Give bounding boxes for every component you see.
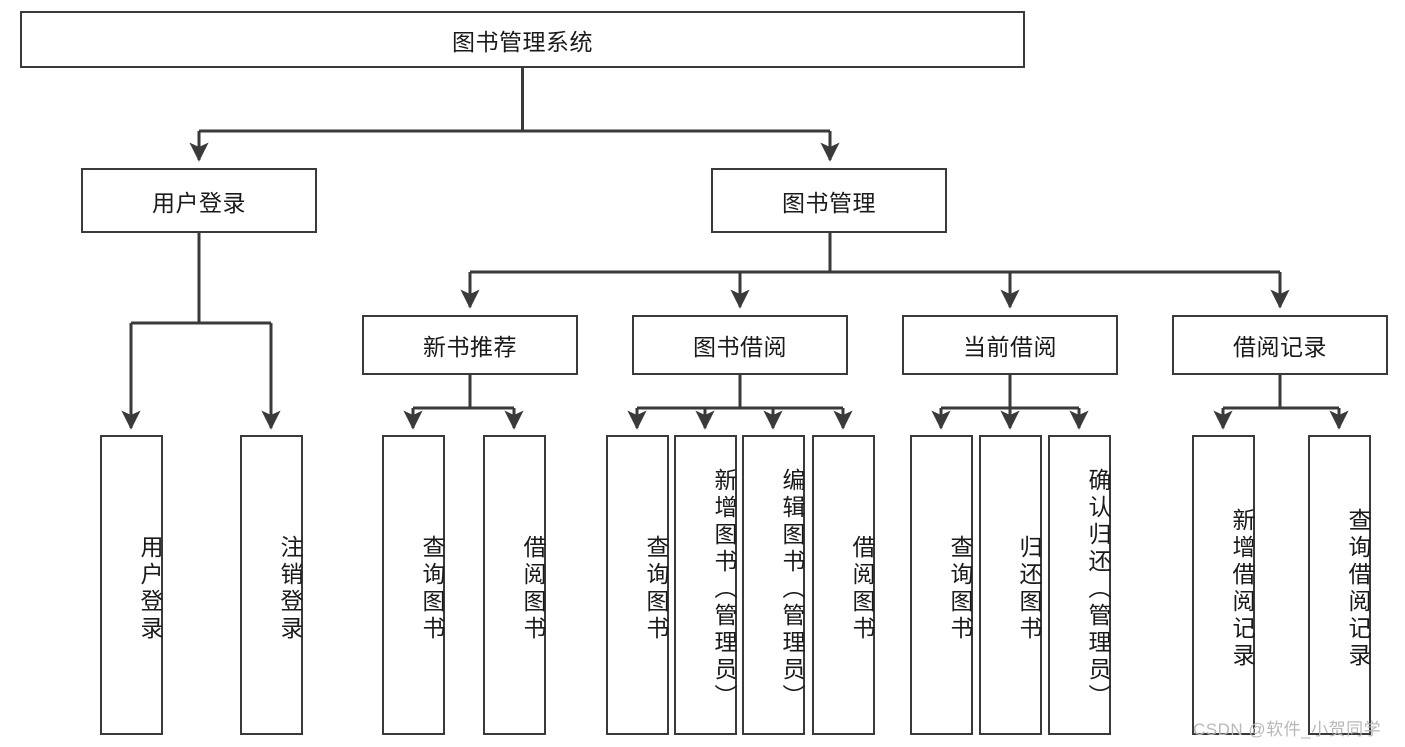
node-label: 借阅记录 <box>1233 334 1327 360</box>
leaf-book-borrow-query-book[interactable]: 查询图书 <box>606 435 669 735</box>
node-new-book-recommend[interactable]: 新书推荐 <box>362 315 578 375</box>
leaf-borrow-record-add-record[interactable]: 新增借阅记录 <box>1192 435 1255 735</box>
leaf-new-book-borrow-book[interactable]: 借阅图书 <box>483 435 546 735</box>
leaf-book-borrow-add-book-admin[interactable]: 新增图书（管理员） <box>674 435 737 735</box>
node-label: 新增借阅记录 <box>1229 508 1255 670</box>
node-borrow-record[interactable]: 借阅记录 <box>1172 315 1388 375</box>
csdn-watermark: CSDN @软件_小贺同学 <box>1193 720 1382 739</box>
node-root-book-management-system[interactable]: 图书管理系统 <box>20 11 1025 68</box>
node-label: 图书管理 <box>782 189 876 216</box>
leaf-user-login-logout[interactable]: 注销登录 <box>240 435 303 735</box>
node-label: 查询图书 <box>419 535 445 643</box>
node-label: 归还图书 <box>1016 535 1042 643</box>
node-label: 查询借阅记录 <box>1345 508 1371 670</box>
node-label: 编辑图书（管理员） <box>779 467 805 711</box>
leaf-current-borrow-query-book[interactable]: 查询图书 <box>910 435 973 735</box>
leaf-current-borrow-return-book[interactable]: 归还图书 <box>979 435 1042 735</box>
leaf-borrow-record-query-record[interactable]: 查询借阅记录 <box>1308 435 1371 735</box>
node-label: 查询图书 <box>947 535 973 643</box>
node-current-borrow[interactable]: 当前借阅 <box>902 315 1118 375</box>
node-label: 注销登录 <box>277 535 303 643</box>
node-label: 当前借阅 <box>963 334 1057 360</box>
node-label: 图书借阅 <box>693 334 787 360</box>
leaf-book-borrow-borrow-book[interactable]: 借阅图书 <box>812 435 875 735</box>
leaf-new-book-query-book[interactable]: 查询图书 <box>382 435 445 735</box>
leaf-book-borrow-edit-book-admin[interactable]: 编辑图书（管理员） <box>742 435 805 735</box>
node-label: 确认归还（管理员） <box>1085 467 1111 711</box>
node-label: 查询图书 <box>643 535 669 643</box>
node-label: 用户登录 <box>152 189 246 216</box>
node-label: 借阅图书 <box>520 535 546 643</box>
node-user-login[interactable]: 用户登录 <box>81 168 317 233</box>
node-book-management[interactable]: 图书管理 <box>711 168 947 233</box>
node-book-borrow[interactable]: 图书借阅 <box>632 315 848 375</box>
node-label: 新增图书（管理员） <box>711 467 737 711</box>
node-label: 图书管理系统 <box>452 28 593 55</box>
leaf-user-login-login[interactable]: 用户登录 <box>100 435 163 735</box>
leaf-current-borrow-confirm-return-admin[interactable]: 确认归还（管理员） <box>1048 435 1111 735</box>
node-label: 新书推荐 <box>423 334 517 360</box>
node-label: 用户登录 <box>137 535 163 643</box>
node-label: 借阅图书 <box>849 535 875 643</box>
